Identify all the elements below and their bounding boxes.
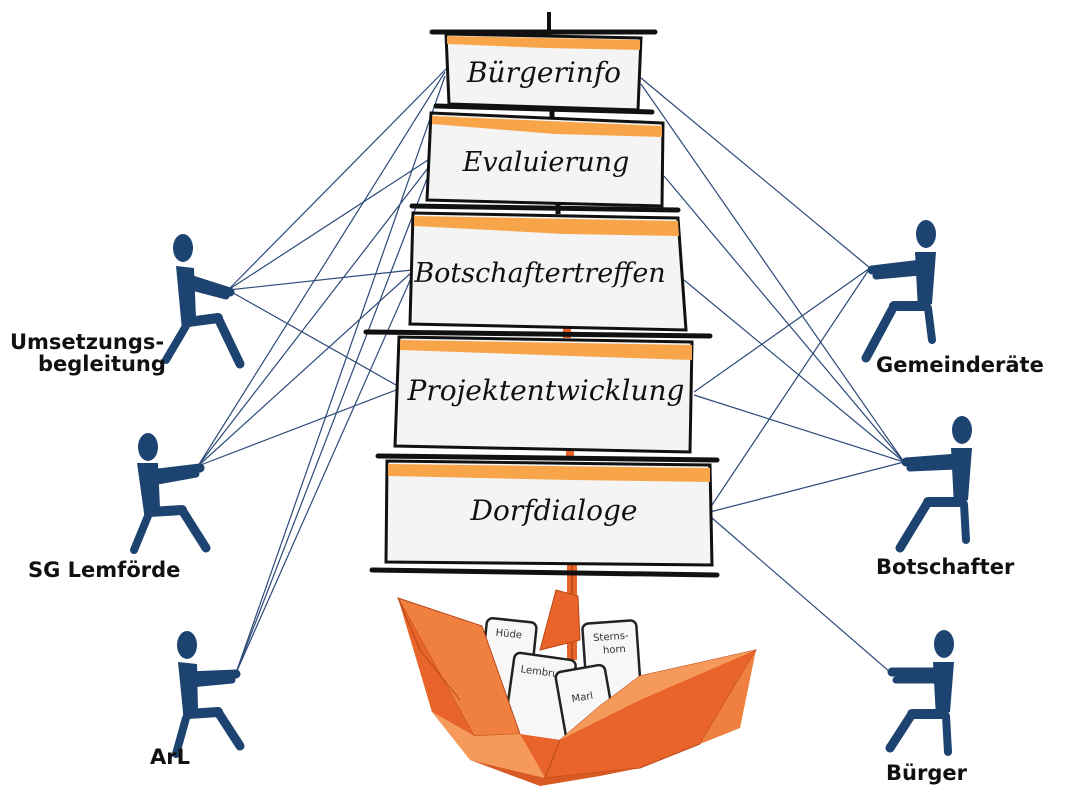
rope xyxy=(227,67,448,291)
label-arl: ArL xyxy=(150,745,190,769)
rope xyxy=(235,175,429,674)
rope xyxy=(235,275,413,674)
label-buerger: Bürger xyxy=(886,761,968,785)
rope xyxy=(693,267,871,393)
sail-label: Projektentwicklung xyxy=(407,374,685,407)
rope xyxy=(683,279,905,463)
card-label: Hüde xyxy=(495,628,522,642)
sail-projektentwicklung: Projektentwicklung xyxy=(375,335,720,463)
rope xyxy=(640,83,905,463)
rope xyxy=(711,517,891,673)
rope xyxy=(227,289,397,386)
sail-label: Bürgerinfo xyxy=(466,56,621,89)
label-botschafter: Botschafter xyxy=(876,555,1015,579)
sail-botschaftertreffen: Botschaftertreffen xyxy=(363,211,713,339)
sail-dorfdialoge: Dorfdialoge xyxy=(369,459,720,578)
rope xyxy=(693,394,905,463)
sail-buergerinfo: Bürgerinfo xyxy=(429,29,658,115)
sail-label: Dorfdialoge xyxy=(470,494,638,527)
label-umsetzungsbegleitung-line2: begleitung xyxy=(38,352,166,376)
sails: Bürgerinfo Evaluierung Botschaftertreffe… xyxy=(363,29,720,578)
person-labels: Umsetzungs- begleitung SG Lemförde ArL G… xyxy=(10,330,1044,785)
rope xyxy=(197,71,446,467)
card-label: Marl xyxy=(571,691,594,706)
rope xyxy=(709,267,871,509)
label-umsetzungsbegleitung-line1: Umsetzungs- xyxy=(10,330,164,354)
rope xyxy=(235,75,446,674)
rope xyxy=(227,269,413,291)
person-botschafter xyxy=(895,416,972,553)
paper-boat: Hüde Sterns- horn Lembruch Marl xyxy=(396,589,758,786)
sail-label: Botschaftertreffen xyxy=(413,258,665,289)
sail-label: Evaluierung xyxy=(462,147,630,178)
person-umsetzungsbegleitung xyxy=(162,234,245,369)
rope xyxy=(227,159,429,291)
sail-evaluierung: Evaluierung xyxy=(409,111,681,213)
rope xyxy=(640,77,871,269)
rope xyxy=(197,167,429,467)
person-arl xyxy=(172,631,245,758)
rope xyxy=(663,175,905,463)
person-gemeinderaete xyxy=(861,220,936,363)
ropes xyxy=(197,67,905,674)
person-buerger xyxy=(885,630,954,756)
person-sg-lemfoerde xyxy=(130,433,211,554)
rope xyxy=(197,271,413,467)
people xyxy=(130,220,972,758)
label-gemeinderaete: Gemeinderäte xyxy=(876,353,1044,377)
card-label: horn xyxy=(603,644,626,657)
village-cards: Hüde Sterns- horn Lembruch Marl xyxy=(478,616,643,745)
rope xyxy=(709,461,905,513)
card-label: Sterns- xyxy=(593,631,630,644)
label-sg-lemfoerde: SG Lemförde xyxy=(28,558,180,582)
rope xyxy=(197,389,397,467)
